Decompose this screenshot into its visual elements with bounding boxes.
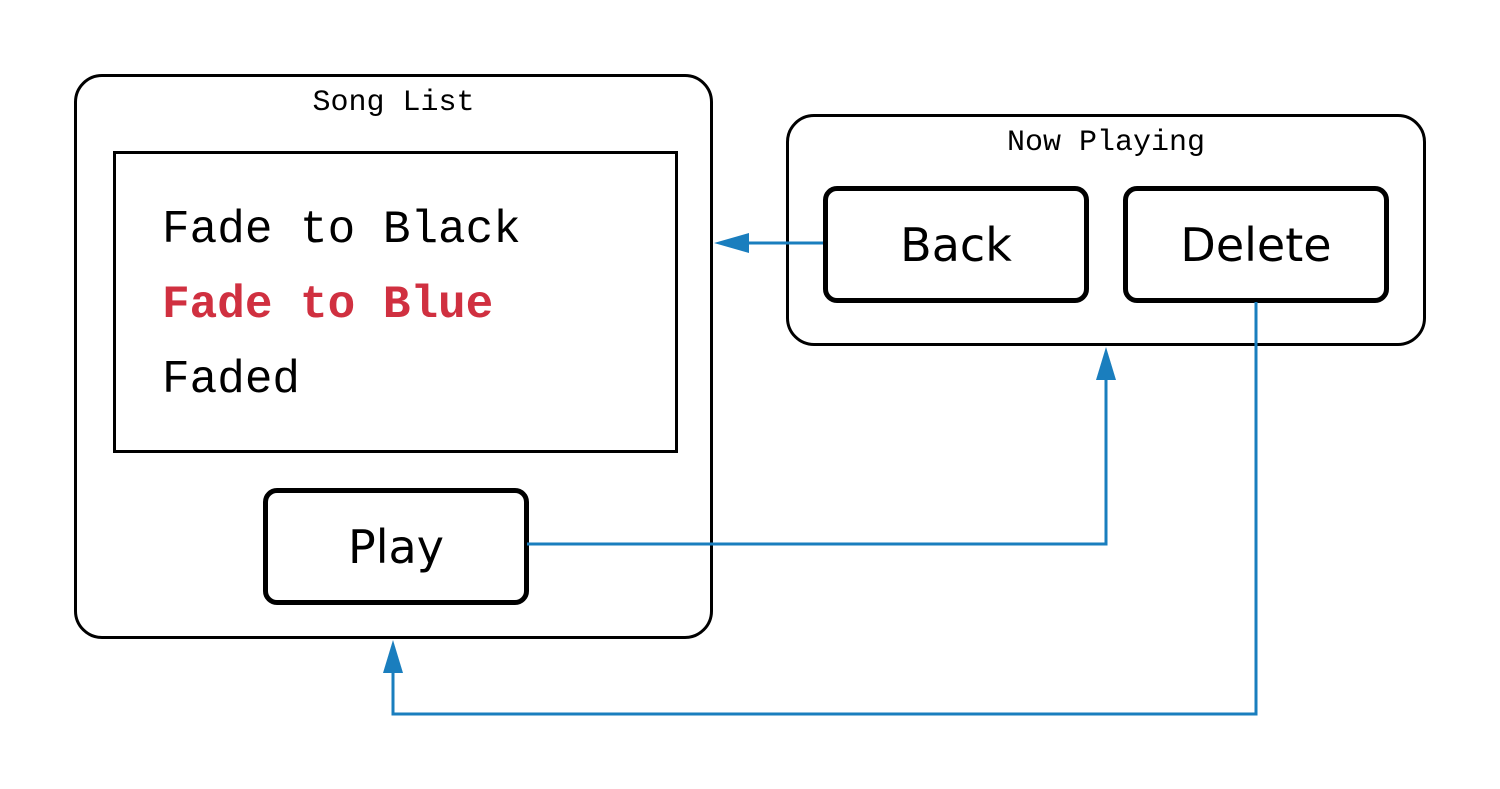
now-playing-screen: Now Playing Back Delete xyxy=(786,114,1426,346)
song-list-screen: Song List Fade to Black Fade to Blue Fad… xyxy=(74,74,713,639)
now-playing-title: Now Playing xyxy=(1006,126,1206,160)
arrow-head-icon xyxy=(714,233,749,253)
song-list-title: Song List xyxy=(312,86,475,120)
song-item-faded[interactable]: Faded xyxy=(162,354,301,406)
arrow-head-icon xyxy=(383,640,403,673)
arrow-head-icon xyxy=(1096,347,1116,380)
song-listbox[interactable]: Fade to Black Fade to Blue Faded xyxy=(113,151,678,453)
back-button[interactable]: Back xyxy=(823,186,1089,303)
play-button[interactable]: Play xyxy=(263,488,529,605)
song-item-fade-to-blue[interactable]: Fade to Blue xyxy=(162,279,494,331)
song-item-fade-to-black[interactable]: Fade to Black xyxy=(162,204,521,256)
delete-button[interactable]: Delete xyxy=(1123,186,1389,303)
